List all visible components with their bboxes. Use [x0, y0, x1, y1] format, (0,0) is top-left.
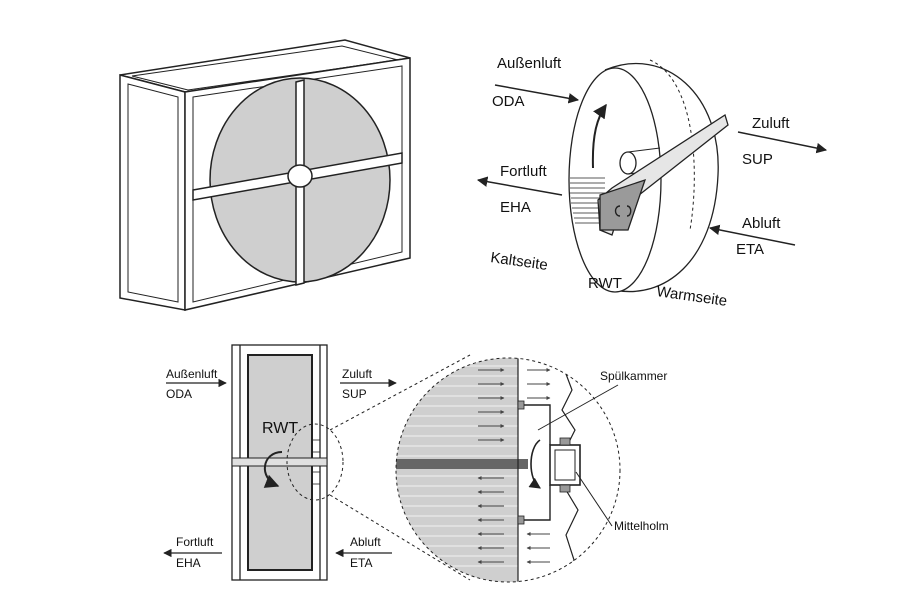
wheel-perspective — [568, 59, 729, 293]
side-oda-title: Außenluft — [166, 367, 218, 381]
rotation-arrow — [591, 103, 607, 169]
side-eta-code: ETA — [350, 556, 372, 570]
zoom-ellipse — [286, 423, 344, 501]
sup-arrow — [737, 131, 828, 154]
side-eha-code: EHA — [176, 556, 201, 570]
rwt-label: RWT — [588, 275, 622, 292]
wheel-hub — [287, 164, 313, 188]
side-sup-code: SUP — [342, 387, 367, 401]
hub-cylinder — [619, 151, 637, 175]
side-airflow-arrows — [163, 378, 397, 558]
eha-arrow — [476, 176, 563, 196]
sup-code: SUP — [742, 151, 773, 168]
detail-flow-arrows-in — [478, 368, 551, 442]
housing-isometric — [119, 39, 411, 311]
eta-code: ETA — [736, 241, 764, 258]
side-labels: Außenluft ODA Zuluft SUP Fortluft EHA Ab… — [166, 367, 381, 570]
side-shaft — [231, 457, 328, 467]
side-eta-title: Abluft — [350, 535, 381, 549]
oda-arrow — [494, 84, 580, 104]
top-airflow-arrows — [476, 84, 828, 246]
side-oda-code: ODA — [166, 387, 192, 401]
purge-chamber-label: Spülkammer — [600, 369, 667, 383]
detail-shaft — [396, 459, 528, 469]
detail-flow-arrows-out — [477, 476, 550, 564]
seal-strip — [597, 113, 729, 236]
oda-title: Außenluft — [497, 55, 562, 72]
side-rwt-label: RWT — [262, 420, 298, 437]
eta-title: Abluft — [742, 215, 781, 232]
purge-flow-arrow — [528, 439, 541, 489]
side-sup-title: Zuluft — [342, 367, 373, 381]
oda-code: ODA — [492, 93, 525, 110]
housing-left-face — [119, 74, 186, 311]
side-rotation-arrow — [263, 451, 283, 488]
eta-arrow — [708, 224, 796, 246]
purge-sector — [599, 178, 647, 231]
detail-outline — [395, 357, 621, 583]
side-eha-title: Fortluft — [176, 535, 214, 549]
purge-chamber — [524, 404, 551, 521]
chamber-leader — [537, 384, 619, 431]
beam-leader — [575, 471, 613, 527]
detail-circle: Spülkammer Mittelholm — [395, 357, 669, 583]
eha-code: EHA — [500, 199, 531, 216]
eha-title: Fortluft — [500, 163, 548, 180]
side-section — [231, 344, 471, 581]
warm-side-label: Warmseite — [655, 283, 728, 310]
sup-title: Zuluft — [752, 115, 790, 132]
cold-side-label: Kaltseite — [489, 249, 548, 274]
center-beam-label: Mittelholm — [614, 519, 669, 533]
wheel-front-face — [568, 67, 662, 293]
